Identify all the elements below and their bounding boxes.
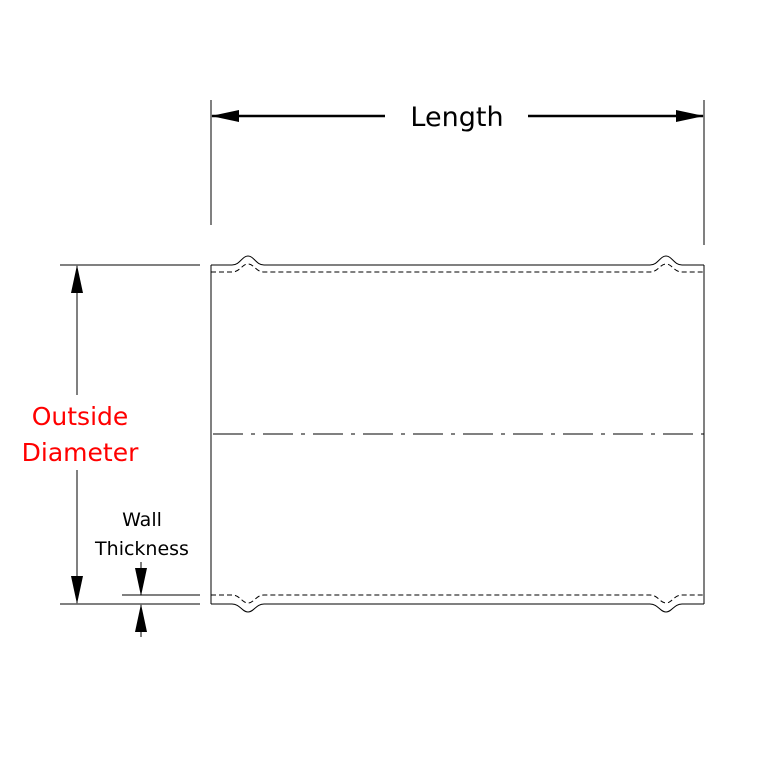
length-label: Length bbox=[410, 102, 503, 133]
od-label-line1: Outside bbox=[32, 402, 129, 431]
tube-body bbox=[210, 255, 705, 613]
od-label-line2: Diameter bbox=[22, 438, 139, 467]
wall-label-line1: Wall bbox=[122, 509, 162, 531]
wall-label-line2: Thickness bbox=[94, 538, 189, 560]
